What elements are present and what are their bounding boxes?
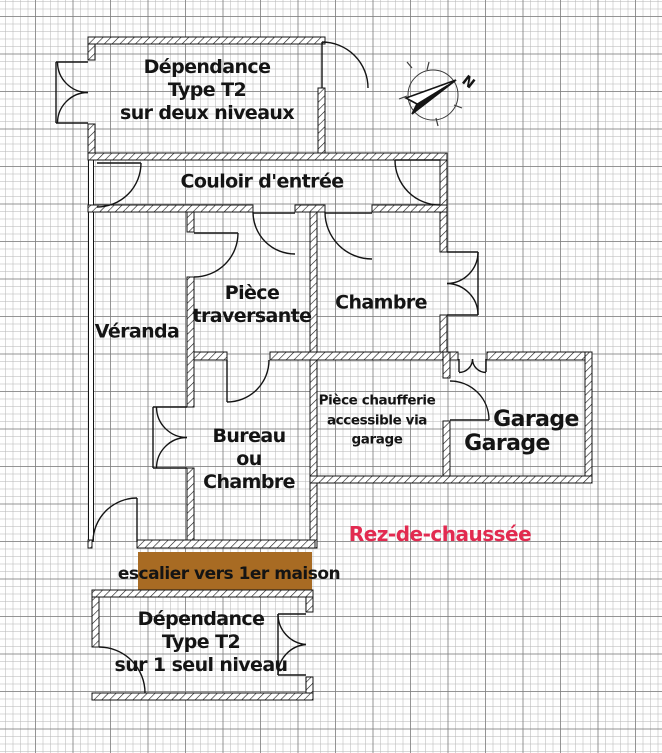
- label-line: Type T2: [161, 630, 241, 653]
- wall: [305, 596, 314, 613]
- room-label-chaufferie: Pièce chaufferie accessible via garage: [319, 392, 436, 451]
- wall: [186, 276, 195, 408]
- wall: [87, 43, 96, 61]
- door-arc: [449, 380, 490, 421]
- label-line: sur 1 seul niveau: [114, 653, 289, 676]
- door-leaf: [447, 251, 479, 316]
- door-arc: [193, 232, 239, 278]
- wall: [186, 211, 195, 233]
- wall: [91, 692, 314, 701]
- label-line: Chambre: [203, 470, 295, 493]
- wall: [317, 87, 326, 154]
- room-label-piece-traversante: Pièce traversante: [192, 282, 313, 328]
- compass-ticks: [398, 61, 463, 127]
- floor-level-label: Rez-de-chaussée: [348, 522, 532, 546]
- wall: [87, 123, 96, 154]
- wall: [371, 204, 448, 213]
- wall: [87, 36, 326, 45]
- label-line: traversante: [192, 305, 313, 327]
- wall: [193, 351, 228, 361]
- wall: [584, 351, 593, 484]
- compass-north-icon: N: [398, 61, 478, 127]
- door-arc: [446, 282, 479, 316]
- label-line: ou: [236, 447, 262, 470]
- wall: [91, 589, 314, 598]
- room-label-bureau: Bureau ou Chambre: [203, 425, 295, 493]
- door-arc: [458, 358, 474, 374]
- door-arc: [394, 159, 441, 206]
- wall: [442, 420, 451, 484]
- stair-label: escalier vers 1er maison: [117, 563, 341, 584]
- wall: [186, 467, 195, 541]
- window-wall: [88, 211, 94, 541]
- door-arc: [471, 358, 487, 374]
- wall: [269, 351, 444, 361]
- wall: [294, 204, 326, 213]
- door-arc: [324, 211, 373, 260]
- doors-layer: [55, 41, 490, 694]
- door-arc: [277, 613, 307, 646]
- door-arc: [155, 406, 188, 439]
- door-leaf: [152, 406, 187, 469]
- wall: [136, 539, 316, 549]
- wall: [309, 211, 318, 549]
- door-arc: [98, 646, 146, 694]
- wall: [87, 152, 448, 161]
- wall: [449, 351, 459, 361]
- room-label-garage-lower: Garage: [464, 431, 550, 457]
- walls-layer: [87, 36, 593, 701]
- label-line: Véranda: [94, 320, 180, 343]
- door-arc: [92, 497, 138, 543]
- label-line: Garage: [464, 430, 550, 456]
- label-line: accessible via: [326, 412, 428, 429]
- door-arc: [321, 41, 369, 89]
- door-arc: [446, 251, 479, 285]
- label-line: Bureau: [212, 424, 286, 447]
- compass-circle: [407, 69, 459, 121]
- door-leaf: [55, 61, 88, 124]
- label-line: escalier vers 1er maison: [117, 563, 341, 584]
- door-arc: [56, 61, 89, 94]
- stair-area: [138, 552, 312, 590]
- label-line: Type T2: [167, 78, 247, 101]
- wall: [87, 539, 93, 549]
- room-label-garage-upper: Garage: [493, 407, 579, 433]
- wall: [486, 351, 586, 361]
- label-line: Dépendance: [143, 55, 271, 78]
- compass-north-label: N: [459, 73, 478, 93]
- room-label-chambre: Chambre: [335, 292, 427, 315]
- door-arc: [56, 91, 89, 124]
- label-line: Couloir d'entrée: [180, 170, 344, 193]
- label-line: Pièce chaufferie: [318, 392, 436, 409]
- door-arc: [226, 359, 270, 403]
- door-leaf: [277, 613, 306, 676]
- wall: [309, 475, 593, 484]
- room-label-dependance-bottom: Dépendance Type T2 sur 1 seul niveau: [114, 607, 289, 676]
- label-line: sur deux niveaux: [119, 101, 295, 124]
- window-wall: [88, 159, 94, 206]
- wall: [442, 351, 451, 379]
- room-label-veranda: Véranda: [95, 321, 180, 344]
- label-line: Garage: [493, 406, 579, 432]
- compass-arrow-fold: [411, 79, 457, 115]
- label-line: garage: [351, 431, 403, 448]
- window-walls-layer: [88, 159, 94, 541]
- label-line: Chambre: [335, 291, 427, 314]
- door-arc: [96, 162, 142, 208]
- wall: [305, 676, 314, 694]
- door-arc: [277, 643, 307, 676]
- door-leaf: [458, 359, 487, 372]
- wall: [87, 204, 254, 213]
- door-arc: [155, 436, 188, 469]
- door-arc: [252, 211, 296, 255]
- room-label-dependance-top: Dépendance Type T2 sur deux niveaux: [119, 55, 295, 124]
- wall: [91, 596, 100, 648]
- label-line: Pièce: [224, 282, 280, 305]
- label-line: Rez-de-chaussée: [348, 522, 532, 546]
- label-line: Dépendance: [137, 607, 265, 630]
- compass-center-dot: [431, 94, 435, 98]
- wall: [439, 314, 448, 353]
- room-label-couloir: Couloir d'entrée: [180, 170, 344, 194]
